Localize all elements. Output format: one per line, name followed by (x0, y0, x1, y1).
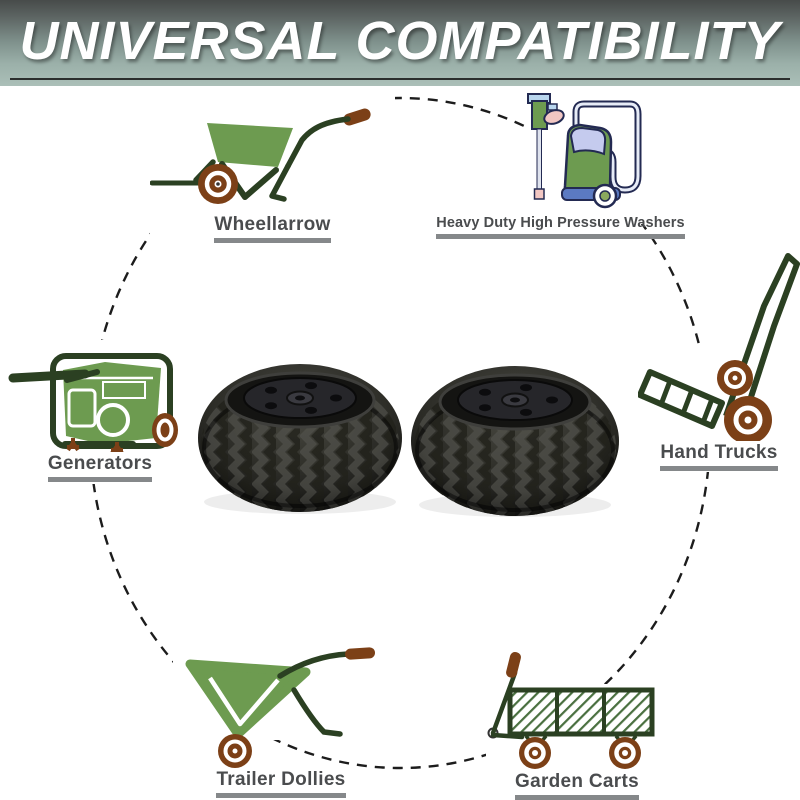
item-garden-cart: Garden Carts (472, 644, 682, 800)
banner-rule (10, 78, 790, 80)
trailer-dolly-icon (185, 647, 376, 768)
pressure-washer-icon (527, 93, 642, 209)
generator-label: Generators (47, 453, 153, 474)
label-underline (660, 465, 778, 471)
pressure-washer-label-wrap: Heavy Duty High Pressure Washers (431, 215, 689, 240)
label-underline (216, 792, 346, 798)
compatibility-diagram: Wheellarrow Heavy Duty H (0, 86, 800, 800)
wheelbarrow-label: Wheellarrow (214, 214, 331, 235)
label-underline (515, 794, 639, 800)
item-hand-truck: Hand Trucks (638, 245, 800, 471)
garden-cart-label-wrap: Garden Carts (510, 772, 644, 800)
item-wheelbarrow: Wheellarrow (150, 92, 395, 243)
generator-label-wrap: Generators (43, 454, 157, 482)
hand-truck-label: Hand Trucks (660, 442, 778, 463)
tire-left (198, 364, 402, 514)
generator-icon (8, 353, 178, 452)
wheelbarrow-icon (150, 108, 371, 204)
pressure-washer-label: Heavy Duty High Pressure Washers (436, 215, 685, 231)
label-underline (436, 234, 685, 240)
tire-right (411, 366, 619, 517)
label-underline (214, 237, 331, 243)
item-generator: Generators (5, 340, 195, 482)
item-pressure-washer: Heavy Duty High Pressure Washers (436, 92, 685, 240)
label-underline (47, 476, 153, 482)
banner: UNIVERSAL COMPATIBILITY (0, 0, 800, 86)
hand-truck-label-wrap: Hand Trucks (655, 443, 782, 471)
garden-cart-icon (487, 651, 655, 769)
trailer-dolly-label-wrap: Trailer Dollies (211, 770, 350, 798)
tires-photo (198, 364, 619, 517)
banner-title: UNIVERSAL COMPATIBILITY (19, 11, 781, 71)
garden-cart-label: Garden Carts (515, 771, 639, 792)
wheelbarrow-label-wrap: Wheellarrow (209, 215, 335, 243)
item-trailer-dolly: Trailer Dollies (162, 628, 400, 798)
trailer-dolly-label: Trailer Dollies (216, 769, 346, 790)
hand-truck-icon (638, 253, 800, 441)
